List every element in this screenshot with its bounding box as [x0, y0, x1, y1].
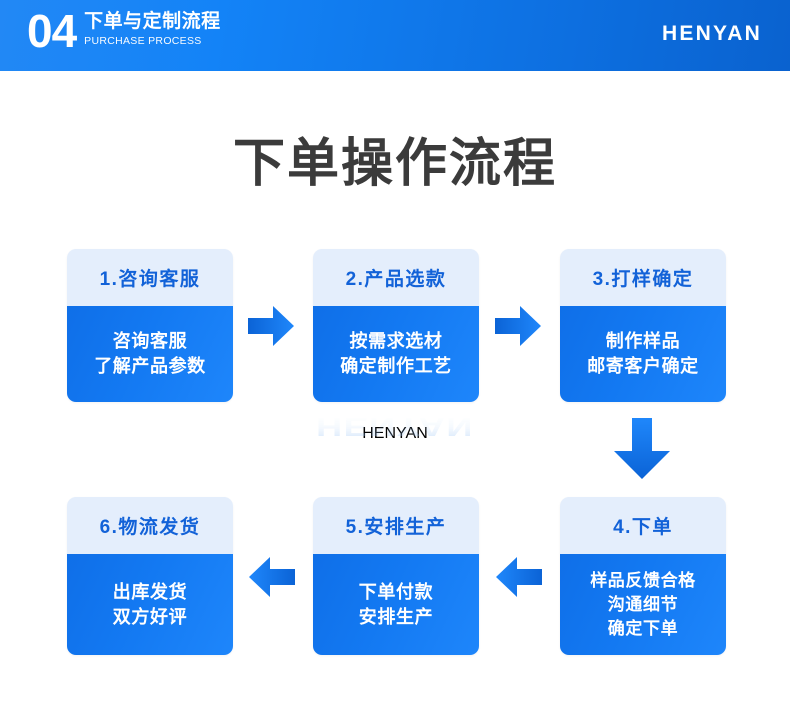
section-header-banner: 04 下单与定制流程 PURCHASE PROCESS HENYAN	[0, 0, 790, 71]
watermark-reflection: HENYAN	[316, 412, 474, 442]
step-card-4-body: 样品反馈合格 沟通细节 确定下单	[560, 554, 726, 655]
step-card-4[interactable]: 4.下单 样品反馈合格 沟通细节 确定下单	[560, 497, 726, 655]
step-card-1-body: 咨询客服 了解产品参数	[67, 306, 233, 402]
step-card-1[interactable]: 1.咨询客服 咨询客服 了解产品参数	[67, 249, 233, 402]
step-card-5-line-2: 安排生产	[358, 606, 434, 627]
step-card-6-line-2: 双方好评	[112, 606, 188, 627]
step-card-6-body: 出库发货 双方好评	[67, 554, 233, 655]
step-card-3-heading: 3.打样确定	[560, 249, 726, 306]
arrow-right-icon	[495, 305, 541, 347]
step-card-6-line-1: 出库发货	[112, 581, 188, 602]
step-card-2-line-2: 确定制作工艺	[340, 356, 452, 376]
step-card-1-line-2: 了解产品参数	[94, 356, 206, 376]
arrow-left-icon	[494, 556, 542, 598]
step-card-3-line-2: 邮寄客户确定	[587, 356, 699, 376]
step-card-2-heading: 2.产品选款	[313, 249, 479, 306]
step-card-5[interactable]: 5.安排生产 下单付款 安排生产	[313, 497, 479, 655]
watermark-text: HENYAN	[362, 425, 428, 442]
step-card-3-body: 制作样品 邮寄客户确定	[560, 306, 726, 402]
step-card-1-line-1: 咨询客服	[112, 331, 188, 351]
step-card-1-heading: 1.咨询客服	[67, 249, 233, 306]
section-title-group: 下单与定制流程 PURCHASE PROCESS	[84, 6, 221, 49]
step-card-2[interactable]: 2.产品选款 按需求选材 确定制作工艺	[313, 249, 479, 402]
step-card-6-heading: 6.物流发货	[67, 497, 233, 554]
header-left-group: 04 下单与定制流程 PURCHASE PROCESS	[27, 6, 221, 56]
step-card-5-heading: 5.安排生产	[313, 497, 479, 554]
section-title-en: PURCHASE PROCESS	[84, 35, 202, 47]
page-title-text: 下单操作流程	[232, 135, 557, 193]
step-card-2-body: 按需求选材 确定制作工艺	[313, 306, 479, 402]
page-title: 下单操作流程	[233, 128, 557, 200]
step-card-3[interactable]: 3.打样确定 制作样品 邮寄客户确定	[560, 249, 726, 402]
arrow-down-icon	[613, 418, 671, 480]
section-title-cn: 下单与定制流程	[84, 11, 221, 32]
step-card-4-line-2: 沟通细节	[607, 594, 679, 614]
step-card-3-line-1: 制作样品	[605, 331, 681, 351]
main-title-wrap: 下单操作流程	[0, 128, 790, 200]
arrow-right-icon	[248, 305, 294, 347]
center-watermark: HENYAN HENYAN	[0, 412, 790, 481]
step-card-5-line-1: 下单付款	[358, 581, 434, 602]
step-card-2-line-1: 按需求选材	[349, 331, 443, 351]
step-card-5-body: 下单付款 安排生产	[313, 554, 479, 655]
step-card-4-line-1: 样品反馈合格	[590, 570, 696, 590]
brand-logo: HENYAN	[662, 22, 762, 45]
arrow-left-icon	[247, 556, 295, 598]
section-number: 04	[27, 5, 77, 57]
step-card-4-heading: 4.下单	[560, 497, 726, 554]
step-card-6[interactable]: 6.物流发货 出库发货 双方好评	[67, 497, 233, 655]
step-card-4-line-3: 确定下单	[607, 618, 679, 638]
